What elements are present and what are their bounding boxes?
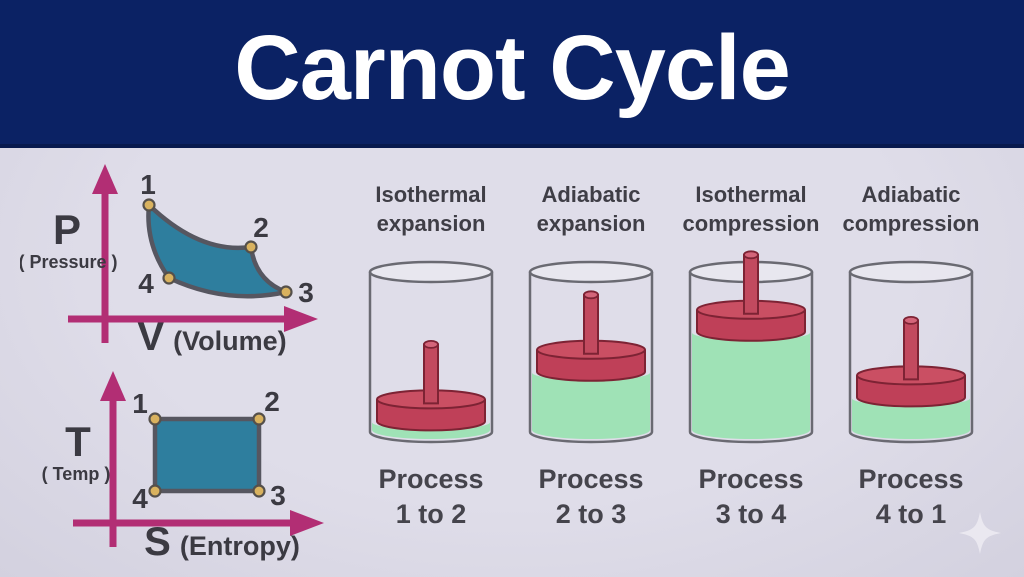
pv-point-1-label: 1	[140, 169, 156, 200]
ts-y-axis-symbol: T	[65, 418, 91, 465]
ts-y-axis-caption: ( Temp )	[42, 464, 111, 484]
gas-volume	[692, 332, 810, 439]
ts-point-3-label: 3	[270, 480, 286, 511]
pv-x-axis-caption: (Volume)	[173, 326, 287, 356]
ts-point-2-label: 2	[264, 386, 280, 417]
ts-x-axis-symbol: S	[144, 520, 171, 564]
pv-x-axis-symbol: V	[137, 315, 164, 359]
title-banner: Carnot Cycle	[0, 0, 1024, 148]
piston-rod-top	[743, 250, 759, 260]
process-stage-label: Adiabatic expansion	[536, 181, 646, 236]
piston-rod-top	[583, 290, 599, 300]
ts-x-axis-arrow-icon	[290, 510, 324, 536]
ts-point-1	[148, 412, 162, 426]
piston-rod-top	[903, 316, 919, 325]
pv-point-4-label: 4	[138, 268, 154, 299]
pv-point-1	[142, 198, 156, 212]
pv-y-axis-symbol: P	[53, 206, 81, 253]
piston-rod	[903, 319, 919, 381]
piston-cylinder-illustration	[368, 260, 494, 444]
pv-point-3-label: 3	[298, 277, 314, 308]
pv-y-axis-arrow-icon	[92, 164, 118, 194]
process-range-label: Process 1 to 2	[378, 464, 484, 529]
process-range-label: Process 3 to 4	[698, 464, 804, 529]
pv-point-4	[162, 271, 176, 285]
ts-point-3	[252, 484, 266, 498]
pv-x-axis-arrow-icon	[284, 306, 318, 332]
pv-point-3	[279, 285, 293, 299]
process-column-4: Adiabatic compression Process 4 to 1	[832, 170, 990, 542]
cylinder-glass	[528, 272, 654, 444]
process-column-1: Isothermal expansion Process 1 to 2	[352, 170, 510, 542]
piston-cylinder-illustration	[688, 250, 814, 444]
ts-y-axis-arrow-icon	[100, 371, 126, 401]
cylinder-rim	[368, 260, 494, 284]
process-column-3: Isothermal compression Process 3 to 4	[672, 170, 830, 542]
gas-volume	[532, 372, 650, 439]
cylinder-rim	[848, 260, 974, 284]
cylinder-glass	[848, 272, 974, 444]
ts-x-axis-title: S (Entropy)	[144, 520, 300, 564]
pv-point-2	[244, 240, 258, 254]
pv-point-2-label: 2	[253, 212, 269, 243]
process-column-2: Adiabatic expansion Process 2 to 3	[512, 170, 670, 542]
gas-volume	[852, 398, 970, 439]
process-range-label: Process 4 to 1	[858, 464, 964, 529]
process-stage-label: Isothermal compression	[682, 181, 820, 236]
ts-diagram: 1 2 3 4 T ( Temp ) S (Entropy)	[42, 371, 324, 564]
ts-point-2	[252, 412, 266, 426]
ts-point-4-label: 4	[132, 483, 148, 514]
piston-rod	[583, 293, 599, 355]
pv-x-axis-title: V (Volume)	[137, 315, 286, 359]
cylinder-rim	[528, 260, 654, 284]
piston-cylinder-illustration	[528, 260, 654, 444]
piston-rod	[743, 253, 759, 315]
ts-point-1-label: 1	[132, 388, 148, 419]
pv-diagram: 1 2 3 4 P ( Pressure ) V (Volume)	[20, 164, 318, 359]
process-stage-label: Isothermal expansion	[375, 181, 487, 236]
ts-point-4	[148, 484, 162, 498]
ts-cycle-rectangle	[152, 416, 262, 494]
page-title: Carnot Cycle	[234, 16, 790, 119]
cylinder-glass	[688, 272, 814, 444]
piston-rod-top	[423, 340, 439, 349]
sparkle-icon	[959, 512, 1001, 554]
cylinder-glass	[368, 272, 494, 444]
piston-cylinder-illustration	[848, 260, 974, 444]
process-stage-label: Adiabatic compression	[842, 181, 980, 236]
piston-rod	[423, 343, 439, 405]
ts-x-axis-caption: (Entropy)	[180, 531, 300, 561]
pv-y-axis-caption: ( Pressure )	[20, 252, 118, 272]
process-range-label: Process 2 to 3	[538, 464, 644, 529]
